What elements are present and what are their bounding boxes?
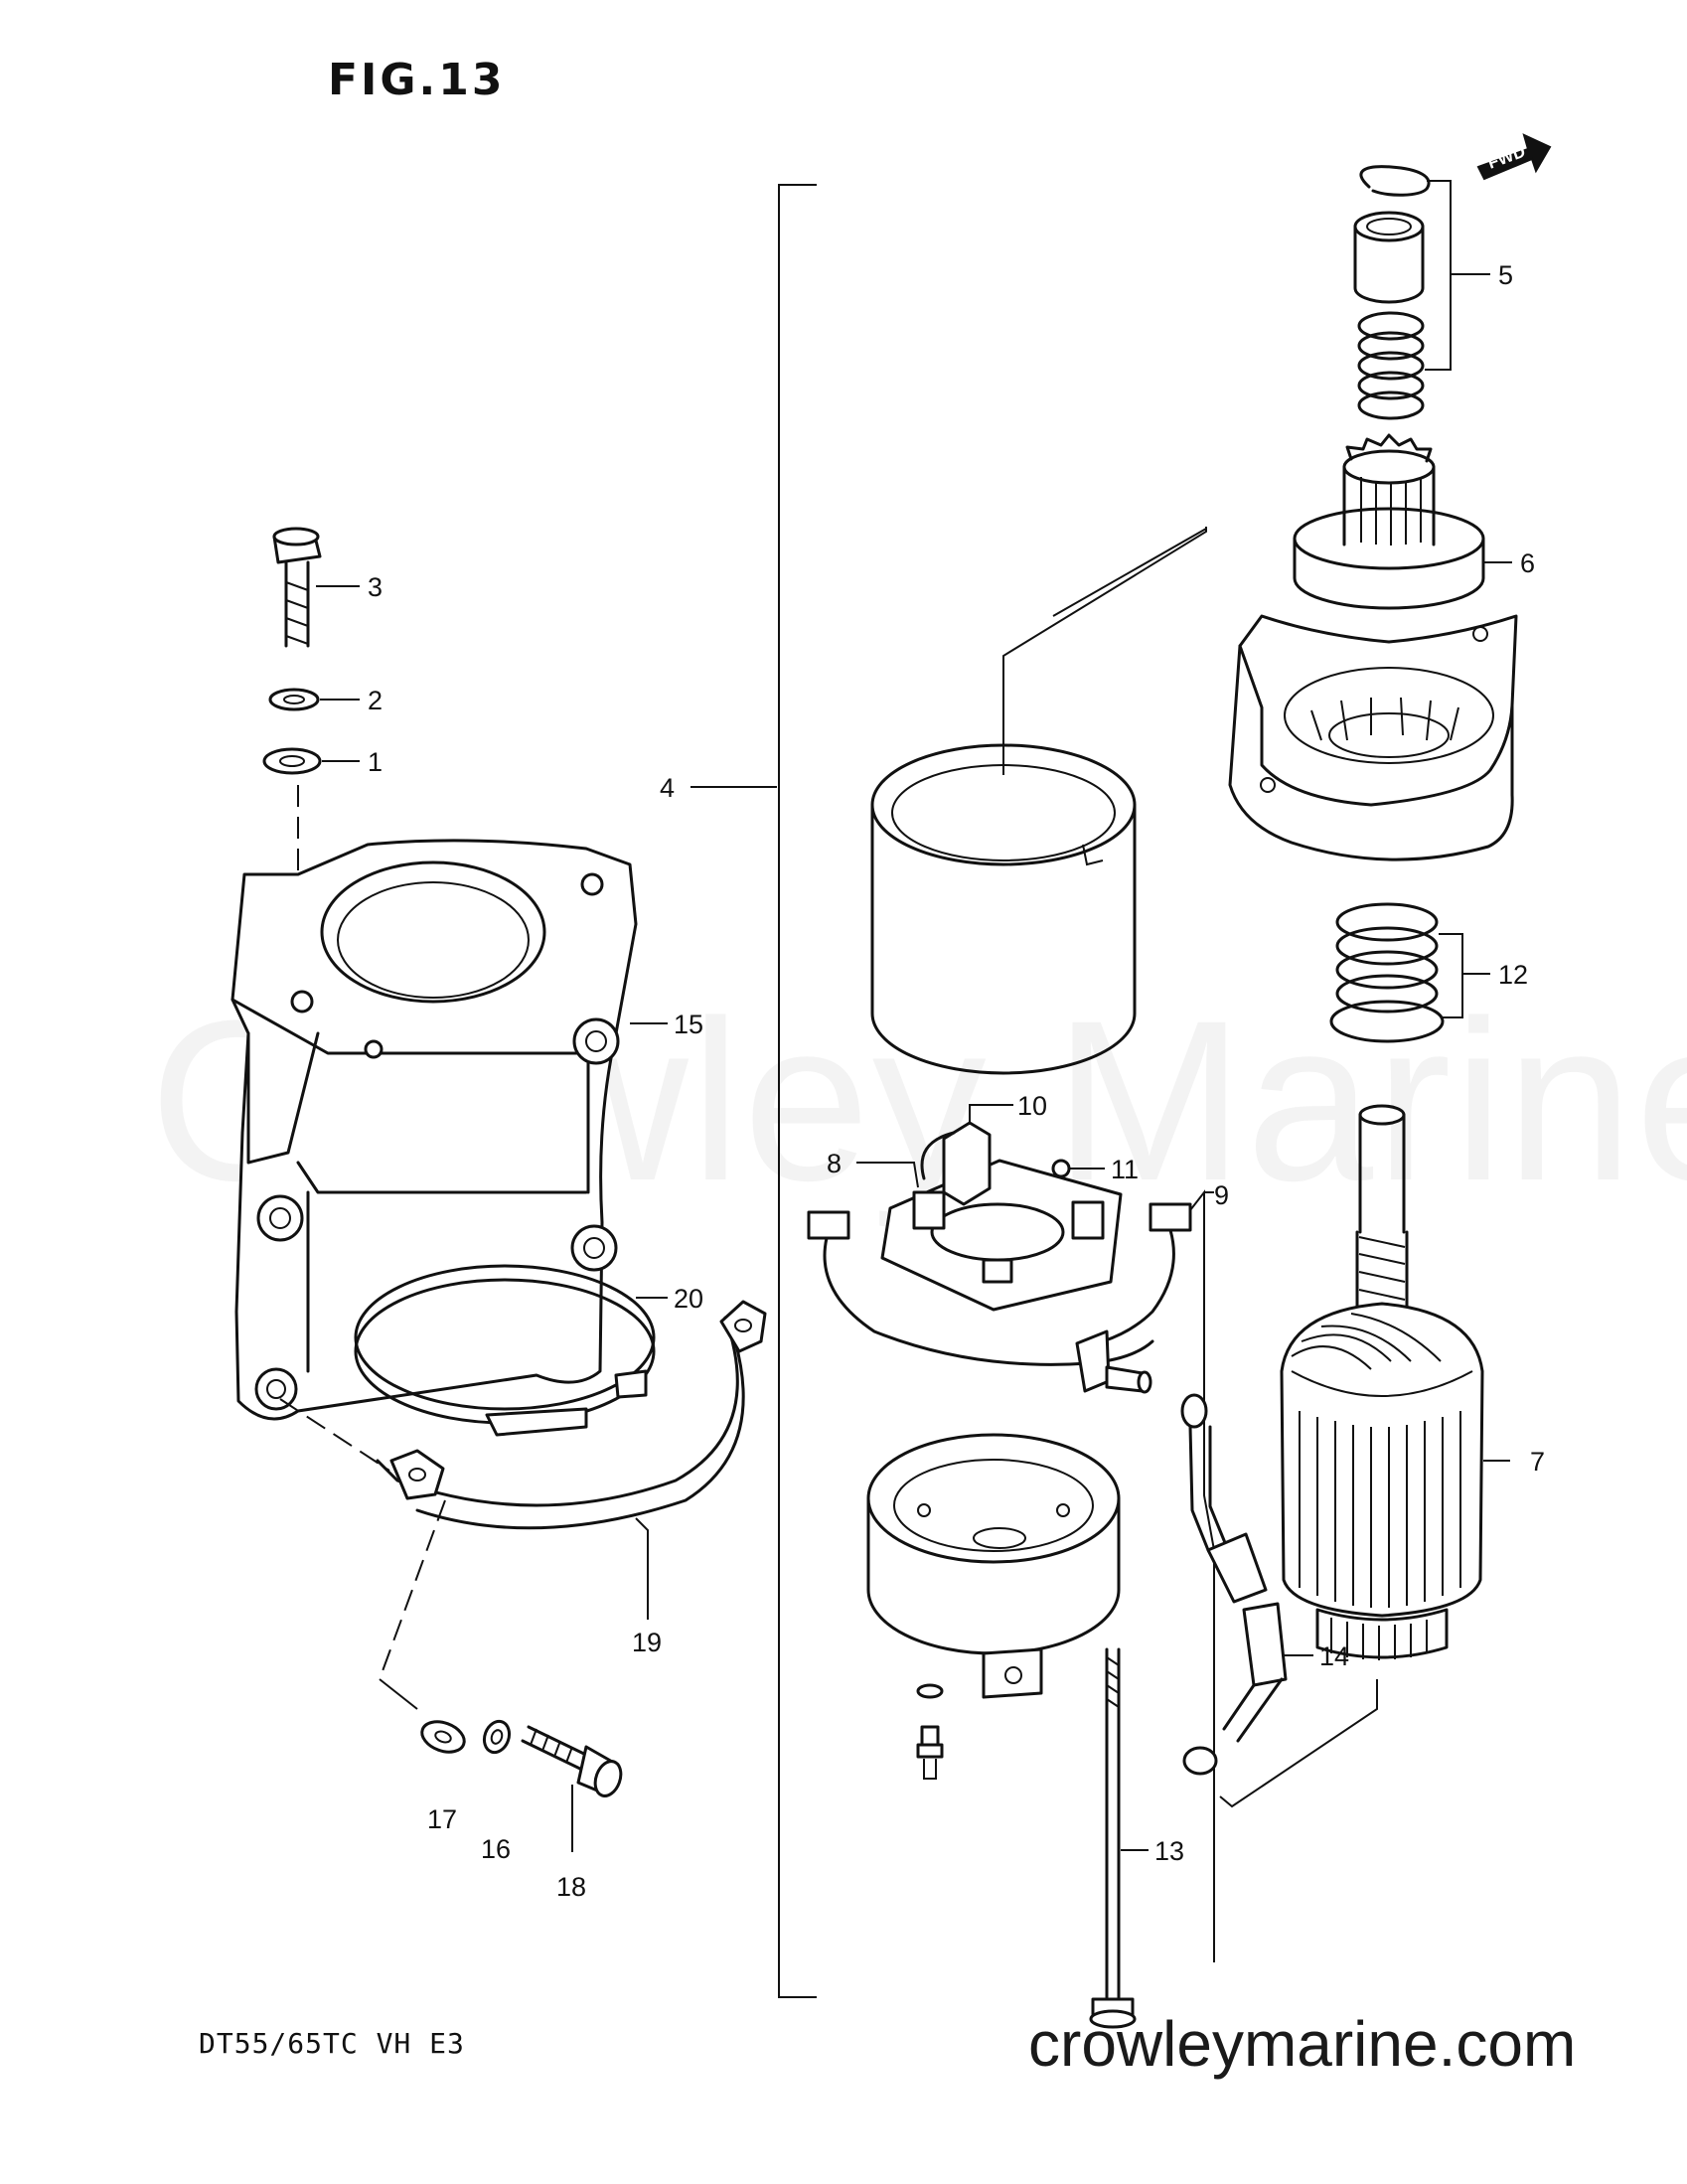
- part-12-thrust-spring: [1329, 902, 1490, 1043]
- callout-19: 19: [632, 1628, 662, 1657]
- callout-6: 6: [1520, 548, 1535, 578]
- part-14-lead-wire: [1180, 1393, 1313, 1776]
- brush-holder-assembly: [807, 1104, 1215, 1962]
- callout-9: 9: [1214, 1180, 1229, 1210]
- part-3-bolt: [272, 527, 360, 648]
- part-19-clamp-band: [376, 1300, 767, 1620]
- clamp-dash-leader: [379, 1499, 446, 1680]
- part-5-stop-ring-set: [1353, 165, 1490, 420]
- figure-title: FIG.13: [328, 55, 506, 105]
- callout-4: 4: [660, 773, 675, 803]
- rear-end-cover: [866, 1433, 1121, 1699]
- callout-10: 10: [1017, 1091, 1047, 1121]
- callout-16: 16: [481, 1834, 511, 1864]
- callout-11: 11: [1111, 1155, 1139, 1184]
- callout-18: 18: [556, 1872, 586, 1902]
- part-7-armature: [1219, 1104, 1510, 1808]
- callout-5: 5: [1498, 260, 1513, 290]
- yoke-housing: [870, 527, 1207, 1075]
- callout-8: 8: [827, 1149, 842, 1178]
- part-2-lock-washer: [268, 688, 360, 711]
- callout-14: 14: [1319, 1641, 1349, 1671]
- part-6-pinion: [1293, 433, 1512, 610]
- fwd-arrow-icon: FWD: [1476, 133, 1552, 181]
- callout-7: 7: [1530, 1447, 1545, 1477]
- callout-1: 1: [368, 747, 383, 777]
- part-17-washer: [420, 1720, 466, 1754]
- part-18-bolt: [521, 1725, 623, 1852]
- front-bracket-cover: [1228, 614, 1518, 861]
- callout-2: 2: [368, 686, 383, 715]
- callout-labels: 3 2 1 4 5 6 7 8 9 10 11 12 13 14 15 16 1…: [368, 260, 1545, 1902]
- source-url: crowleymarine.com: [1028, 2008, 1577, 2080]
- part-20-band-cushion: [354, 1264, 668, 1437]
- bracket-dash-leader: [279, 1398, 390, 1472]
- washer-leader: [379, 1678, 418, 1710]
- part-15-starter-bracket: [230, 839, 668, 1421]
- callout-3: 3: [368, 572, 383, 602]
- part-13-through-bolt: [1089, 1647, 1149, 2029]
- callout-12: 12: [1498, 960, 1528, 990]
- end-cover-screw: [916, 1683, 944, 1780]
- callout-20: 20: [674, 1284, 703, 1314]
- callout-17: 17: [427, 1804, 457, 1834]
- model-code: DT55/65TC VH E3: [199, 2027, 465, 2060]
- callout-15: 15: [674, 1010, 703, 1039]
- part-1-washer: [262, 747, 360, 775]
- part-4-bracket: [690, 184, 817, 1998]
- callout-13: 13: [1154, 1836, 1184, 1866]
- part-16-lock-washer: [482, 1719, 512, 1755]
